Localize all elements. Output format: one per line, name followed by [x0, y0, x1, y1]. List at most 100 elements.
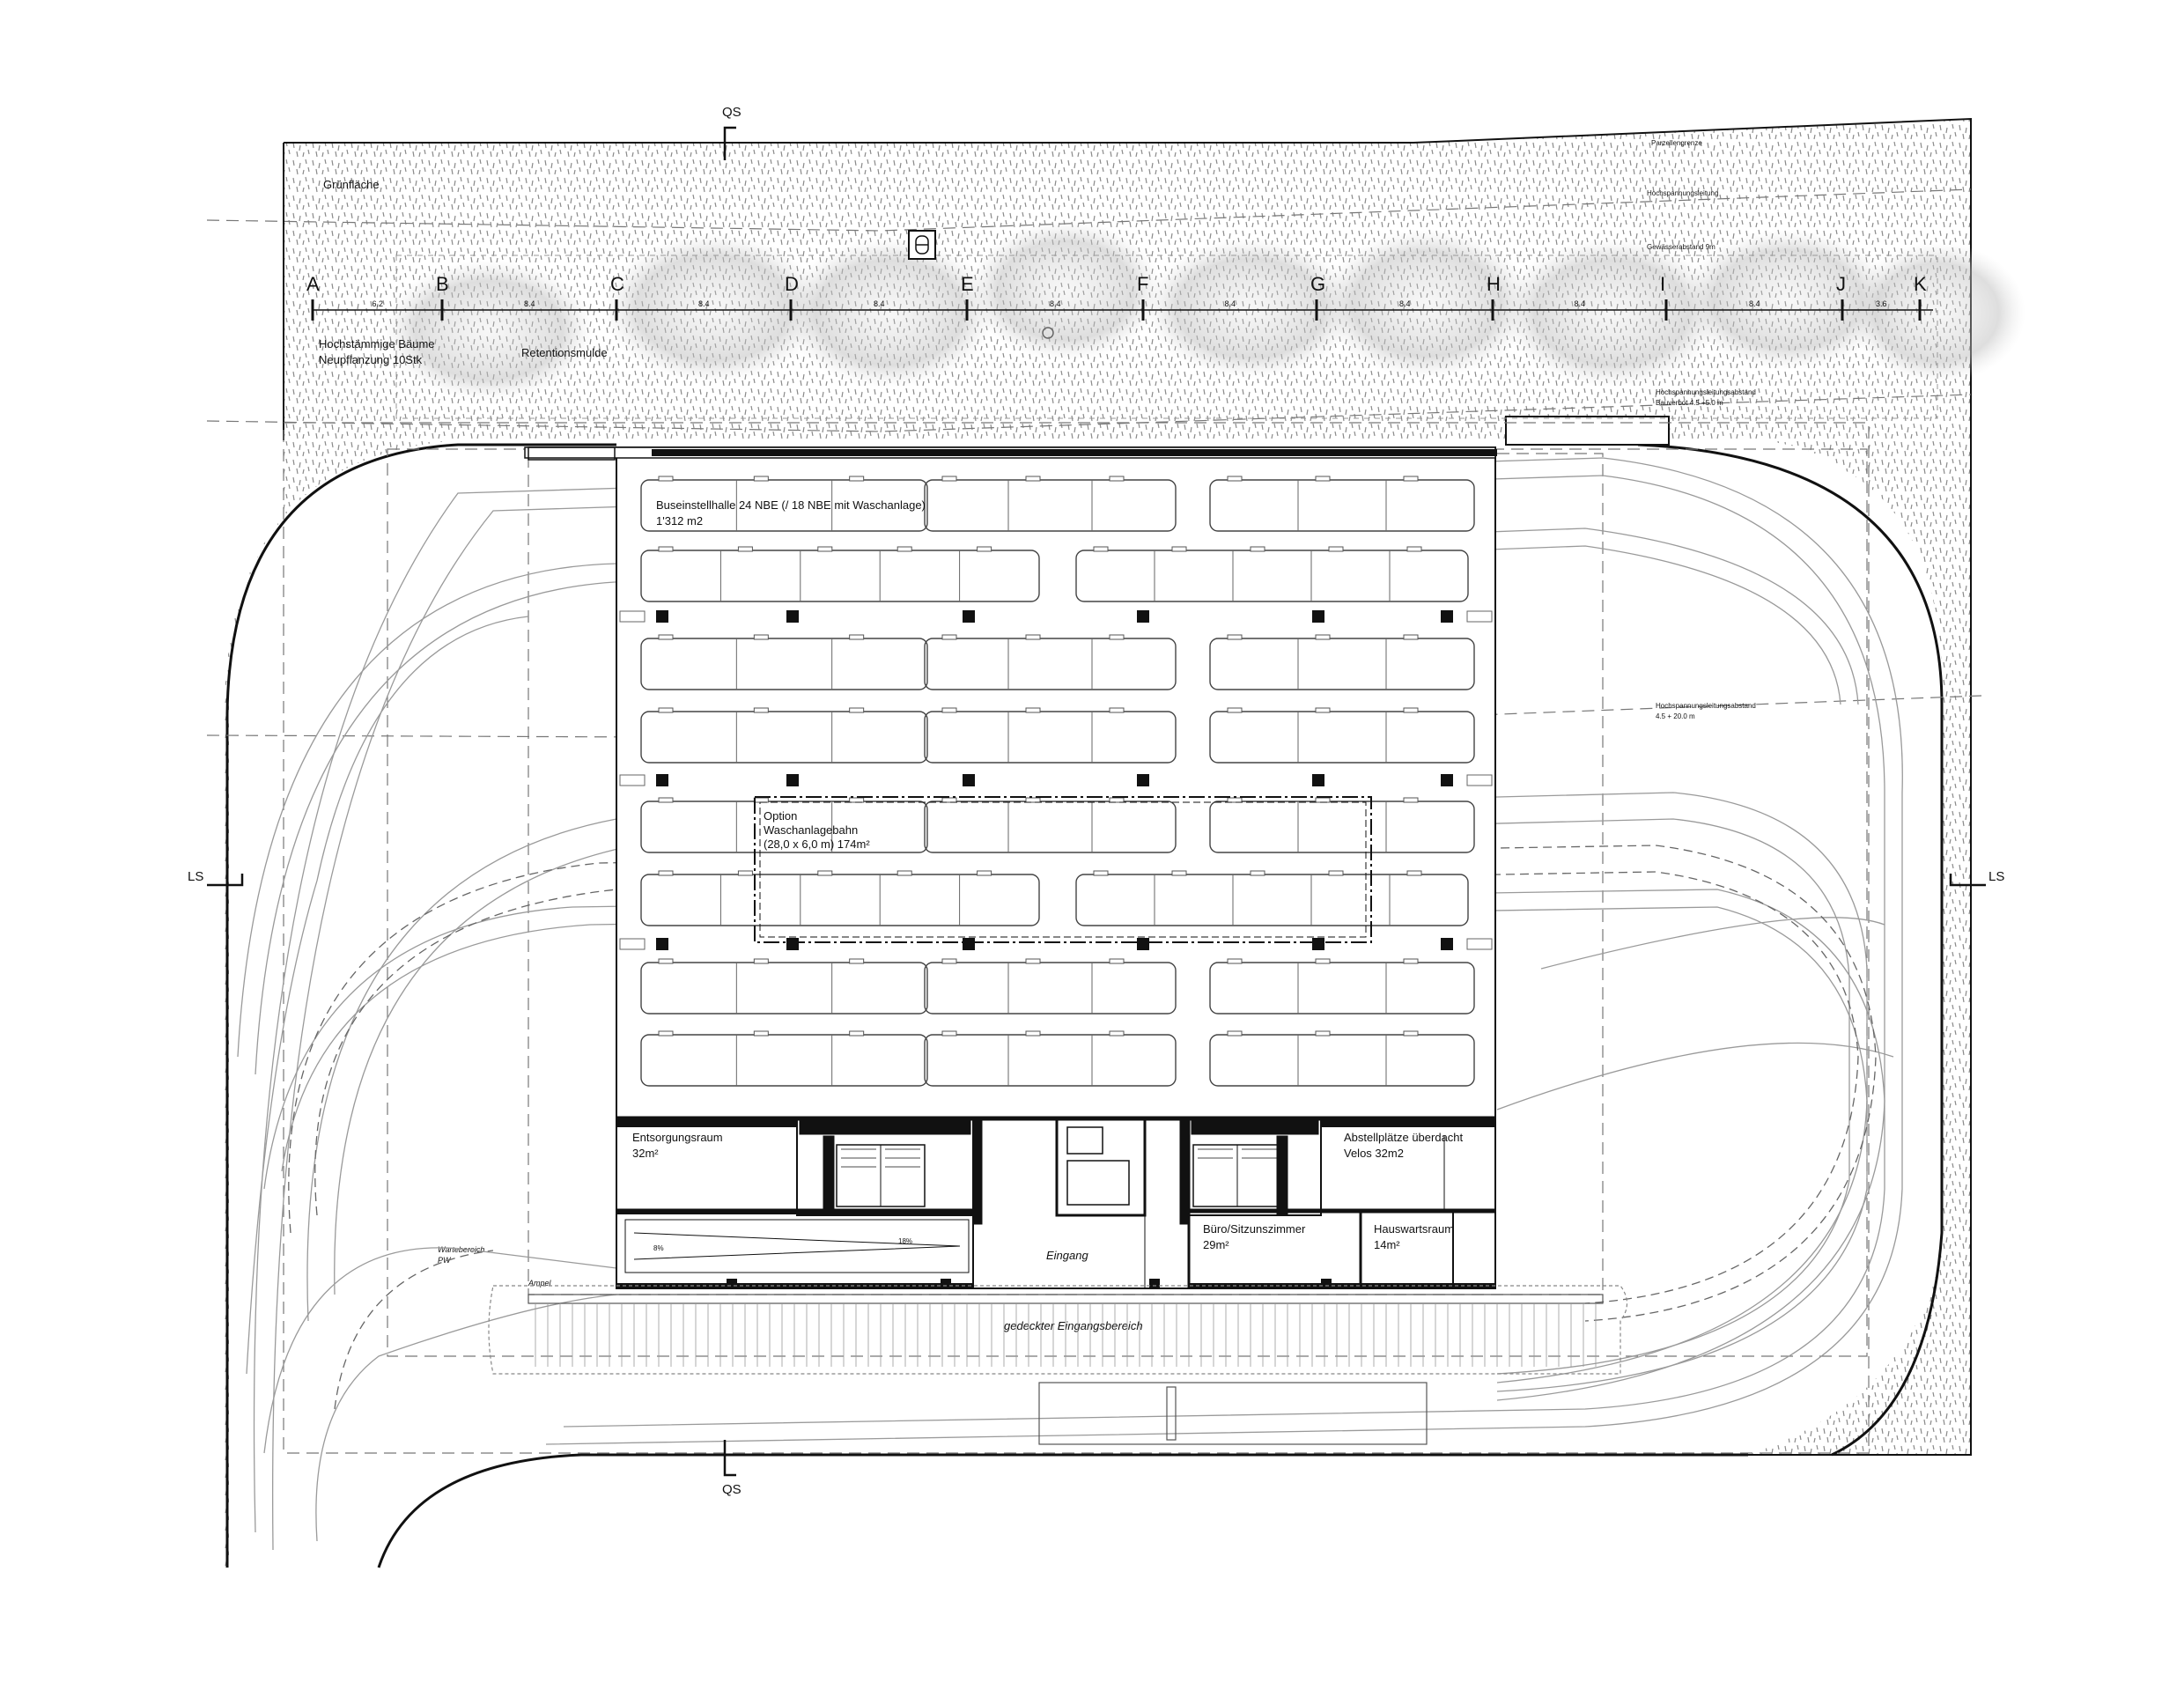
bus-mirror — [1403, 707, 1419, 713]
bus-mirror — [1109, 958, 1125, 964]
grid-axis-label: I — [1660, 273, 1665, 295]
grid-span-label: 8.4 — [698, 299, 710, 308]
label-buero-area: 29m² — [1203, 1238, 1229, 1251]
label-ramp-pct-2: 18% — [898, 1237, 912, 1245]
bus-mirror — [658, 1030, 674, 1037]
label-option-1: Option — [764, 809, 797, 823]
bus-outline — [924, 962, 1177, 1015]
bus-mirror — [896, 546, 912, 552]
bus-mirror — [849, 634, 865, 640]
bus-mirror — [1025, 476, 1041, 482]
bus-mirror — [849, 707, 865, 713]
bus-mirror — [977, 546, 992, 552]
column — [1312, 610, 1324, 623]
column — [1312, 938, 1324, 950]
bus-mirror — [817, 546, 833, 552]
column-end — [1466, 774, 1493, 786]
bus-mirror — [941, 958, 957, 964]
bus-outline — [1209, 711, 1475, 764]
bus-outline — [640, 1034, 928, 1087]
bus-mirror — [1171, 870, 1187, 876]
bus-mirror — [1227, 634, 1243, 640]
bus-mirror — [896, 870, 912, 876]
bus-outline — [1209, 801, 1475, 853]
grid-axis-label: A — [306, 273, 320, 295]
bus-mirror — [941, 797, 957, 803]
grid-axis-label: K — [1914, 273, 1927, 295]
bus-mirror — [1025, 634, 1041, 640]
grid-span-label: 8.4 — [874, 299, 885, 308]
grid-axis-label: C — [610, 273, 624, 295]
grid-span-label: 8.4 — [1050, 299, 1061, 308]
bus-mirror — [1328, 870, 1344, 876]
structural-columns — [619, 610, 1493, 950]
column-end — [1466, 938, 1493, 950]
column — [786, 774, 799, 786]
bus-outline — [924, 638, 1177, 690]
bus-mirror — [737, 870, 753, 876]
tree-row — [383, 220, 2025, 419]
section-marker-ls-right — [1949, 874, 1986, 887]
grid-axis-label: D — [785, 273, 799, 295]
bus-mirror — [1025, 797, 1041, 803]
label-trees-2: Neupflanzung 10Stk — [319, 353, 423, 366]
grid-span-label: 8.4 — [1225, 299, 1236, 308]
bus-mirror — [1315, 634, 1331, 640]
bus-outline — [1209, 962, 1475, 1015]
bus-parking-rows — [640, 476, 1475, 1087]
bus-mirror — [1109, 476, 1125, 482]
column — [1441, 938, 1453, 950]
bus-outline — [640, 962, 928, 1015]
label-entsorgungsraum-area: 32m² — [632, 1147, 659, 1160]
bus-mirror — [658, 546, 674, 552]
column — [656, 610, 668, 623]
label-hochspannung-abstand-2: Bauverbot 4.5 +5.0 m — [1656, 399, 1723, 407]
label-hochspannung-abstand-4: 4.5 + 20.0 m — [1656, 712, 1695, 720]
bus-mirror — [1109, 1030, 1125, 1037]
grid-axis-label: G — [1310, 273, 1325, 295]
section-marker-qs-bottom — [723, 1440, 736, 1477]
bus-mirror — [1250, 870, 1265, 876]
bus-mirror — [1315, 958, 1331, 964]
grid-axis-label: H — [1487, 273, 1501, 295]
bus-mirror — [1315, 797, 1331, 803]
column-end — [619, 938, 646, 950]
bus-outline — [640, 550, 1040, 602]
bus-mirror — [849, 1030, 865, 1037]
label-hauswartsraum: Hauswartsraum — [1374, 1222, 1454, 1236]
bus-outline — [640, 638, 928, 690]
bus-mirror — [1315, 1030, 1331, 1037]
bus-mirror — [1315, 476, 1331, 482]
label-ls-left: LS — [188, 869, 203, 884]
bus-mirror — [1227, 1030, 1243, 1037]
bus-outline — [924, 801, 1177, 853]
label-hauswartsraum-area: 14m² — [1374, 1238, 1400, 1251]
bus-mirror — [817, 870, 833, 876]
column-end — [1466, 610, 1493, 623]
grid-span-label: 8.4 — [1749, 299, 1760, 308]
section-marker-ls-left — [207, 874, 244, 887]
bus-mirror — [1403, 958, 1419, 964]
bus-outline — [1075, 550, 1469, 602]
label-trees-1: Hochstämmige Bäume — [319, 337, 435, 350]
grid-axis-label: E — [961, 273, 974, 295]
bus-outline — [1209, 638, 1475, 690]
label-hochspannungsleitung: Hochspannungsleitung — [1647, 189, 1718, 197]
grid-axis-label: F — [1137, 273, 1148, 295]
label-hall-1: Buseinstellhalle 24 NBE (/ 18 NBE mit Wa… — [656, 498, 926, 512]
bus-outline — [640, 479, 928, 532]
grid-span-label: 6.2 — [373, 299, 384, 308]
label-abstellplaetze-area: Velos 32m2 — [1344, 1147, 1404, 1160]
column — [656, 938, 668, 950]
column — [1137, 774, 1149, 786]
bus-mirror — [658, 634, 674, 640]
canopy-posts — [535, 1303, 1597, 1367]
building — [524, 446, 1497, 1289]
bus-mirror — [1227, 707, 1243, 713]
column — [786, 610, 799, 623]
label-gewaesserabstand: Gewässerabstand 9m — [1647, 243, 1715, 251]
grid-span-label: 3.6 — [1876, 299, 1887, 308]
marker-circle-icon — [1042, 327, 1054, 339]
label-ls-right: LS — [1988, 869, 2004, 884]
